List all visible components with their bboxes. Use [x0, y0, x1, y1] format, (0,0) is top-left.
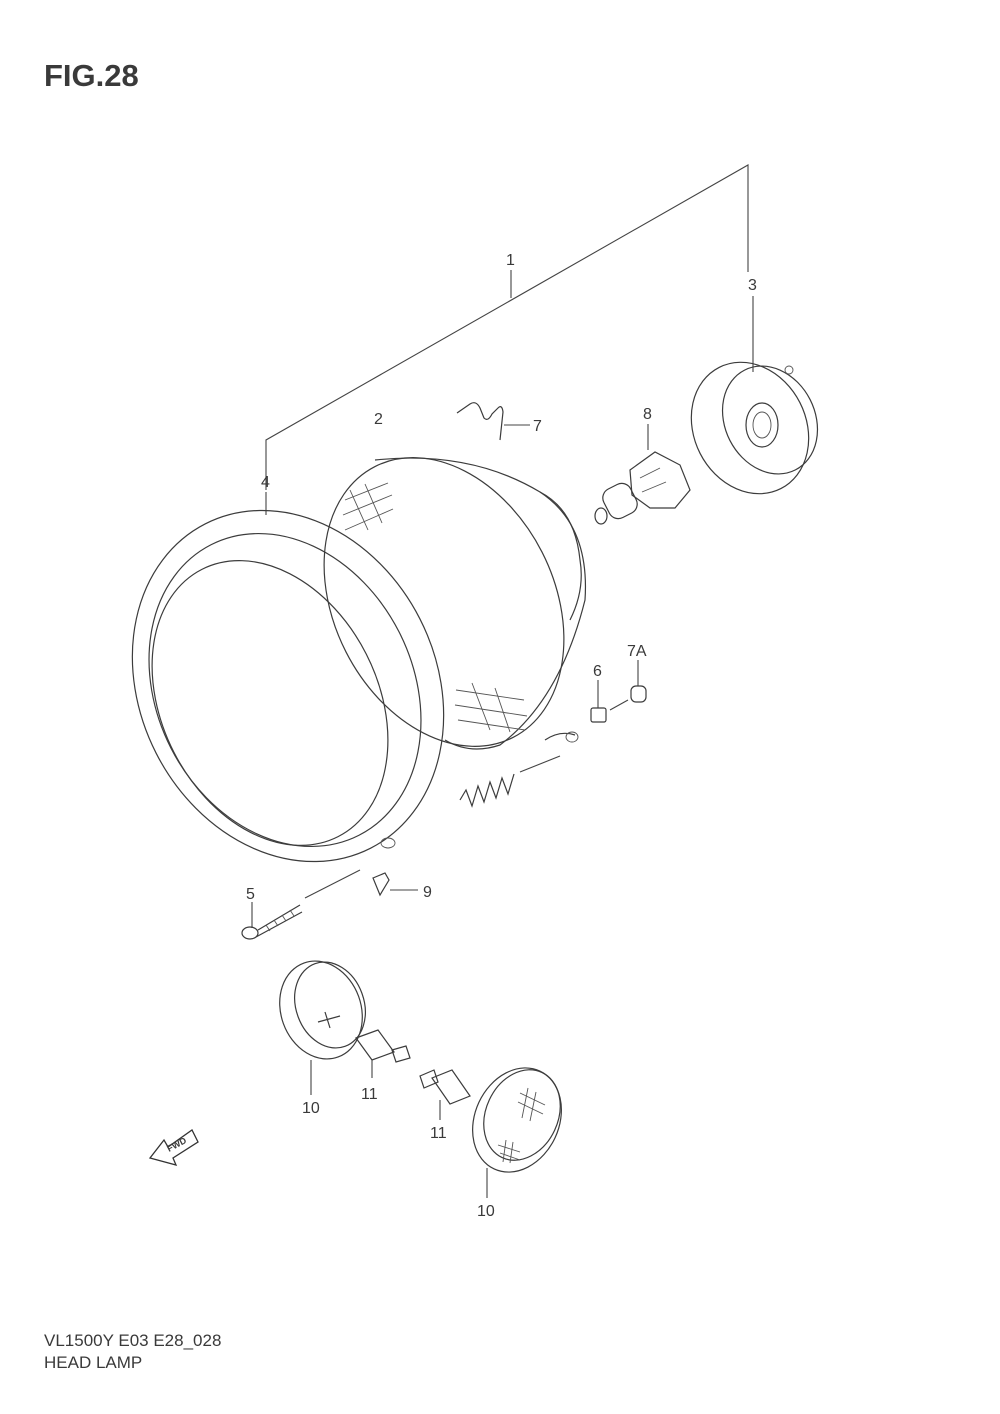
callout-10-upper: 10	[302, 1100, 320, 1117]
figure-title: FIG.28	[44, 58, 139, 93]
headlamp-rim	[131, 509, 445, 863]
callout-6: 6	[593, 663, 602, 680]
callout-11-upper: 11	[361, 1086, 378, 1103]
callout-1: 1	[506, 252, 515, 269]
callout-5: 5	[246, 886, 255, 903]
side-cover-upper	[279, 960, 366, 1095]
callout-7a: 7A	[627, 643, 647, 660]
adjuster-nut	[590, 680, 629, 723]
callout-11-lower: 11	[430, 1125, 447, 1142]
lamp-clip	[456, 402, 530, 441]
spacer-upper	[355, 1029, 411, 1078]
spacer-lower	[419, 1069, 471, 1120]
side-cover-lower	[472, 1067, 562, 1198]
callout-4: 4	[261, 474, 270, 491]
assembly-bracket-lines	[265, 164, 754, 515]
model-code: VL1500Y E03 E28_028	[44, 1331, 222, 1350]
bulb-socket	[690, 361, 819, 495]
adjuster-spring	[459, 755, 561, 808]
fwd-arrow-icon: FWD	[148, 1129, 199, 1166]
headlamp-unit	[323, 457, 587, 750]
callout-3: 3	[748, 277, 757, 294]
callout-7: 7	[533, 418, 542, 435]
callout-8: 8	[643, 406, 652, 423]
headlamp-bulb	[594, 424, 691, 525]
adjusting-screw	[241, 869, 361, 940]
callout-2: 2	[374, 411, 383, 428]
callout-10-lower: 10	[477, 1203, 495, 1220]
callout-9: 9	[423, 884, 432, 901]
rubber-cap	[630, 660, 647, 703]
section-name: HEAD LAMP	[44, 1353, 143, 1372]
mounting-screw	[372, 872, 418, 897]
